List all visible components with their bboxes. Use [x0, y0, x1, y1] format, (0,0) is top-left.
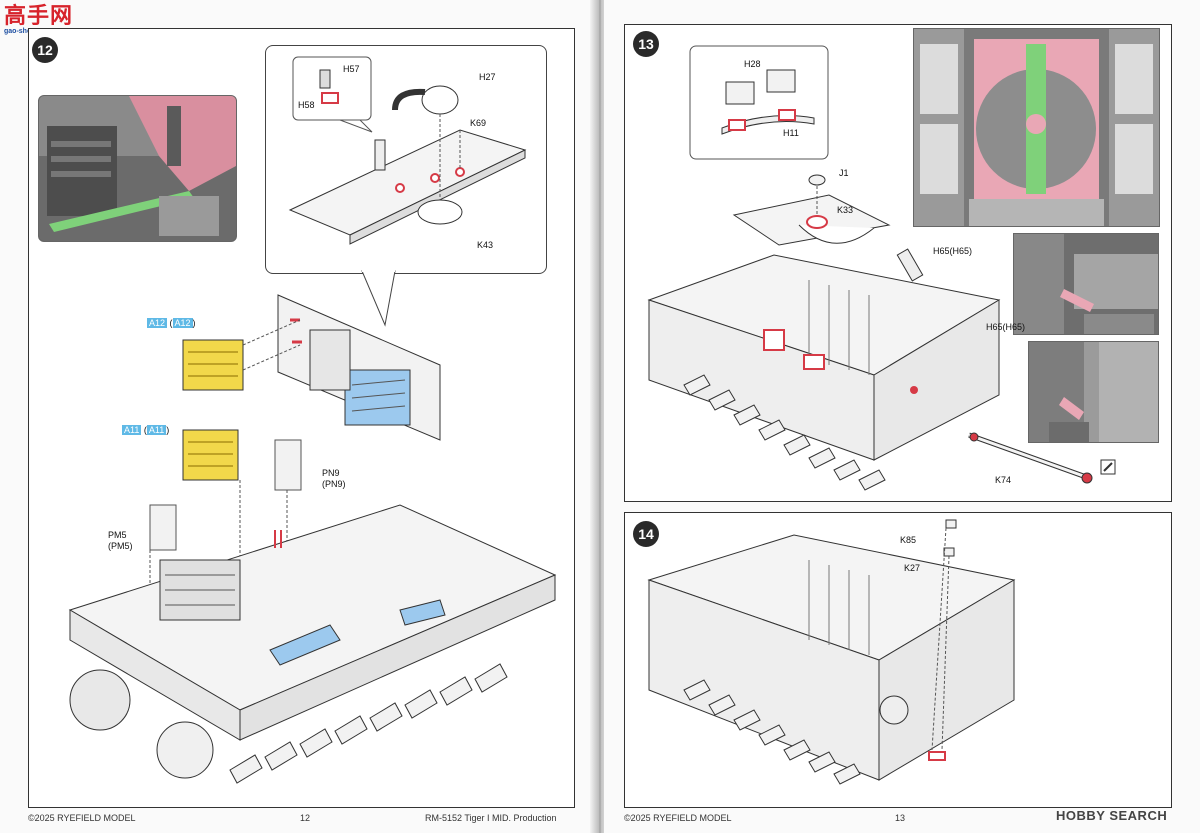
tag-a11-code: A11 — [122, 425, 142, 435]
label-h27: H27 — [479, 72, 496, 82]
step-13-badge: 13 — [633, 31, 659, 57]
photo-middle-render — [1014, 234, 1158, 334]
label-h58: H58 — [298, 100, 315, 110]
steps-13-14-drawing — [647, 45, 1116, 785]
label-pn9-code: PN9 — [322, 468, 340, 478]
photo-top-render — [914, 29, 1159, 226]
photo-render — [39, 96, 236, 241]
watermark-url: gao-shou.com — [4, 28, 73, 35]
label-pm5-code: PM5 — [108, 530, 127, 540]
label-h65-side: H65(H65) — [986, 322, 1026, 332]
label-k33: K33 — [837, 205, 854, 215]
label-pm5: PM5 (PM5) — [108, 530, 133, 552]
reference-photo-top — [913, 28, 1160, 227]
left-footer-product: RM-5152 Tiger I MID. Production — [425, 813, 557, 823]
watermark: 高手网 gao-shou.com — [4, 3, 74, 36]
label-k27: K27 — [904, 563, 921, 573]
watermark-logo: 高手网 — [4, 3, 74, 28]
label-pm5-alt: (PM5) — [108, 541, 133, 551]
tag-a11: A11 (A11) — [122, 425, 170, 435]
tag-a11-alt-code: A11 — [146, 425, 167, 435]
label-k85: K85 — [900, 535, 917, 545]
right-footer-copyright: ©2025 RYEFIELD MODEL — [624, 813, 732, 823]
label-pn9: PN9 (PN9) — [322, 468, 346, 490]
step-12-drawing — [68, 56, 557, 784]
label-h65-top: H65(H65) — [933, 246, 973, 256]
left-footer-page-number: 12 — [300, 813, 311, 823]
label-h57: H57 — [343, 64, 360, 74]
step-14-badge: 14 — [633, 521, 659, 547]
left-page: 高手网 gao-shou.com 12 — [0, 0, 596, 833]
photo-bottom-render — [1029, 342, 1158, 442]
step-12-badge: 12 — [32, 37, 58, 63]
label-pn9-alt: (PN9) — [322, 479, 346, 489]
tag-a12-alt-code: A12 — [172, 318, 193, 328]
label-h11: H11 — [783, 128, 799, 138]
right-footer-page-number: 13 — [895, 813, 906, 823]
label-k43: K43 — [477, 240, 494, 250]
reference-photo-interior — [38, 95, 237, 242]
right-page: 13 14 — [604, 0, 1200, 833]
reference-photo-bottom — [1028, 341, 1159, 443]
left-footer-copyright: ©2025 RYEFIELD MODEL — [28, 813, 136, 823]
label-k74: K74 — [995, 475, 1012, 485]
label-j1: J1 — [839, 168, 849, 178]
tag-a12: A12 (A12) — [147, 318, 196, 328]
label-h28: H28 — [744, 59, 761, 69]
label-k69: K69 — [470, 118, 487, 128]
tag-a12-code: A12 — [147, 318, 168, 328]
reference-photo-middle — [1013, 233, 1159, 335]
hobby-search-logo: HOBBY SEARCH — [1056, 808, 1168, 823]
